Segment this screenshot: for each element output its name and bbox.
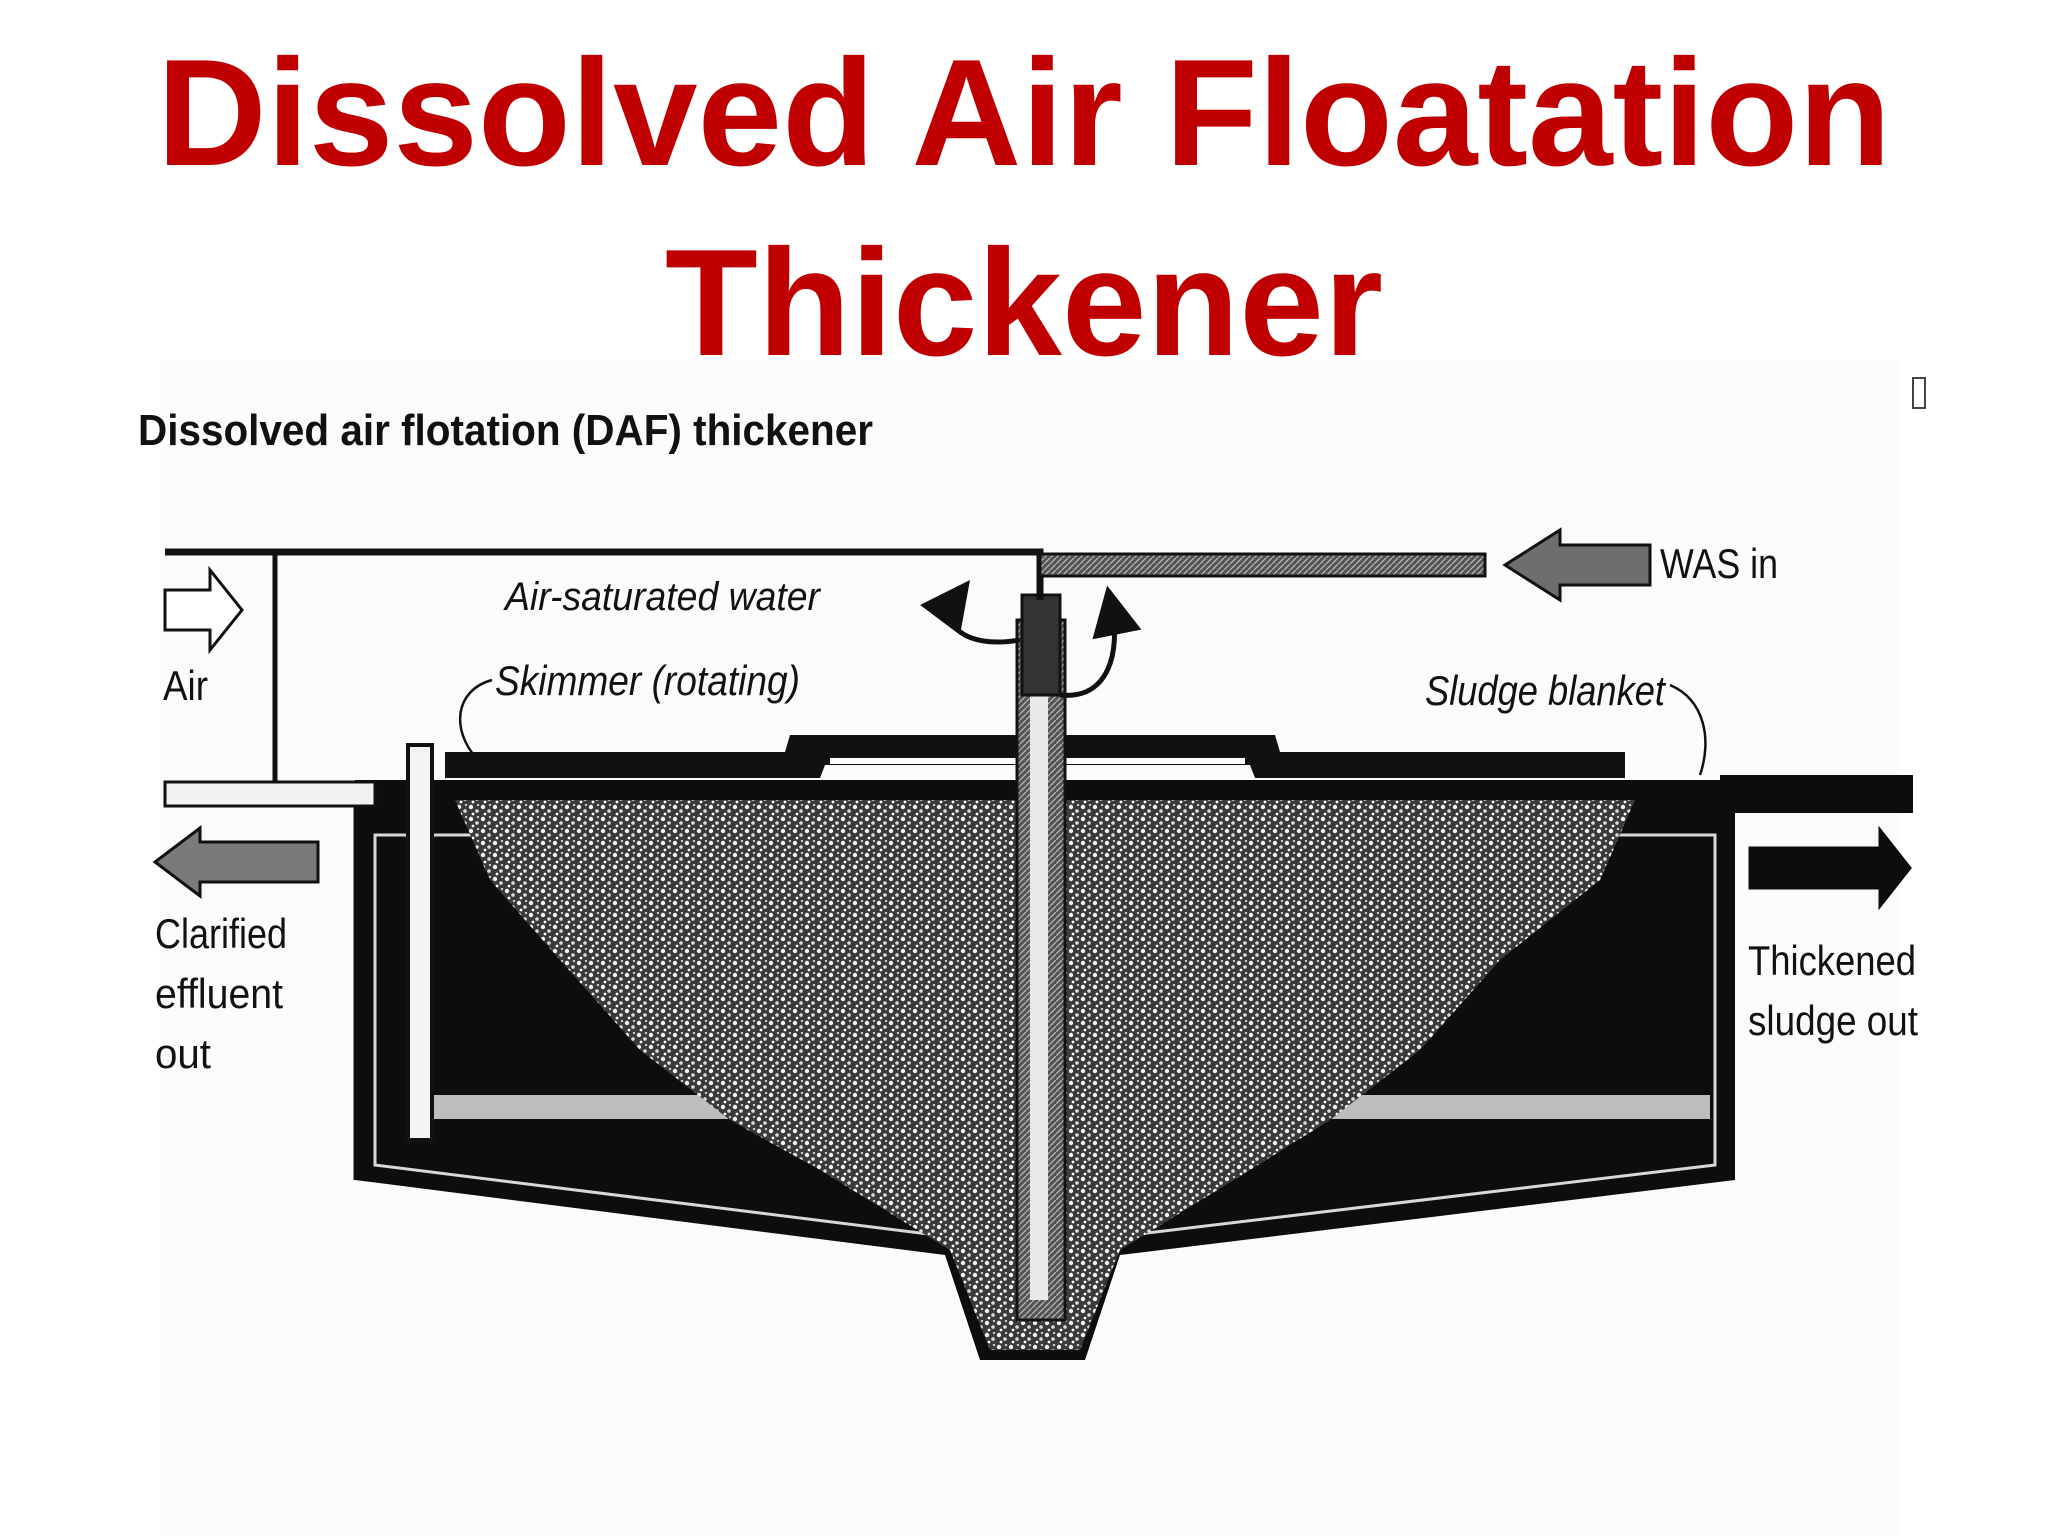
air-saturated-pipe [165, 548, 1044, 600]
diagram-caption: Dissolved air flotation (DAF) thickener [138, 406, 873, 455]
label-skimmer: Skimmer (rotating) [495, 657, 800, 704]
was-in-arrow-icon [1502, 527, 1652, 603]
air-arrow-icon [163, 565, 244, 655]
label-air: Air [163, 662, 208, 709]
sludge-blanket-leader-line [1669, 683, 1707, 776]
center-distributor [1020, 593, 1062, 697]
label-clarified-effluent-line-3: out [155, 1030, 211, 1077]
clarified-effluent-arrow-icon [152, 824, 320, 900]
label-clarified-effluent-line-2: effluent [155, 970, 283, 1017]
label-was-in: WAS in [1660, 540, 1778, 587]
was-pipe [1038, 552, 1487, 578]
label-clarified-effluent-line-1: Clarified [155, 910, 287, 957]
label-air-saturated-water: Air-saturated water [503, 575, 821, 619]
effluent-weir [406, 743, 434, 1142]
effluent-pipe [163, 780, 377, 808]
flow-arrow-right [1059, 585, 1142, 698]
thickened-sludge-pipe [1720, 775, 1913, 813]
label-sludge-blanket: Sludge blanket [1425, 667, 1667, 714]
corner-mark [1912, 377, 1926, 409]
slide-title-line-1: Dissolved Air Floatation [156, 28, 1892, 198]
label-thickened-sludge-line-2: sludge out [1748, 997, 1918, 1044]
flow-arrow-left [920, 579, 1021, 645]
slide-title: Dissolved Air Floatation Thickener [0, 18, 2048, 398]
skimmer-leader-line [458, 678, 493, 761]
label-thickened-sludge-line-1: Thickened [1748, 937, 1916, 984]
thickened-sludge-arrow-icon [1748, 825, 1912, 911]
slide-title-line-2: Thickener [664, 218, 1384, 388]
